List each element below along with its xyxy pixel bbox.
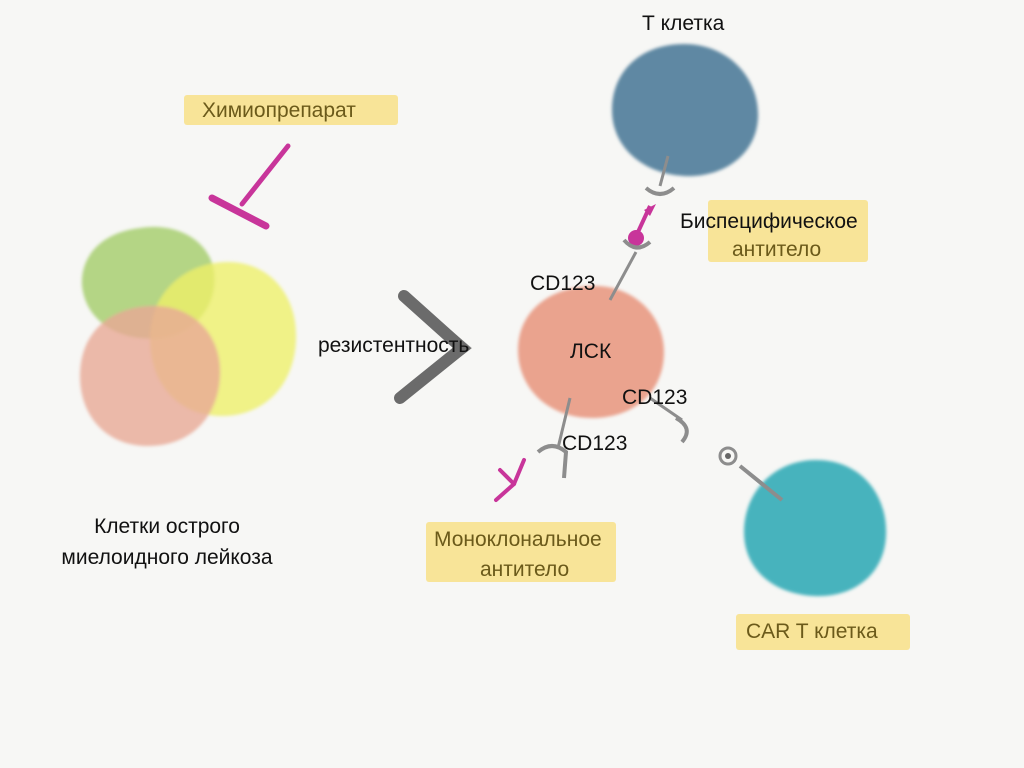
lsc-cell (518, 285, 664, 418)
cd123-right-label: CD123 (622, 386, 688, 409)
lsc-label: ЛСК (570, 340, 612, 363)
resistance-label: резистентность (318, 334, 470, 357)
monoclonal-highlight (426, 522, 616, 582)
resistance-arrow (394, 290, 472, 404)
monoclonal-antibody (494, 397, 572, 502)
cd123-top-label: CD123 (530, 272, 596, 295)
bispecific-antibody (608, 155, 676, 301)
t-cell-label: Т клетка (642, 12, 725, 35)
t-cell (612, 44, 759, 177)
car-t-receptor (649, 396, 784, 502)
chemo-label: Химиопрепарат (202, 99, 356, 122)
aml-cell-salmon (80, 305, 221, 446)
chemo-highlight (184, 95, 398, 125)
chemo-inhibition-symbol (208, 143, 291, 230)
monoclonal-label-line2: антитело (480, 558, 570, 581)
aml-cells-label-line2: миелоидного лейкоза (61, 546, 273, 569)
bispecific-label-line2: антитело (732, 238, 822, 261)
car-t-label: CAR T клетка (746, 620, 878, 643)
monoclonal-label-line1: Моноклональное (434, 528, 602, 551)
car-t-cell (744, 460, 887, 597)
aml-cell-cluster (80, 226, 297, 446)
aml-cells-label-line1: Клетки острого (94, 515, 240, 538)
car-t-highlight (736, 614, 910, 650)
cd123-bottom-label: CD123 (562, 432, 628, 455)
bispecific-label-line1: Биспецифическое (680, 210, 858, 233)
bispecific-highlight (708, 200, 868, 262)
